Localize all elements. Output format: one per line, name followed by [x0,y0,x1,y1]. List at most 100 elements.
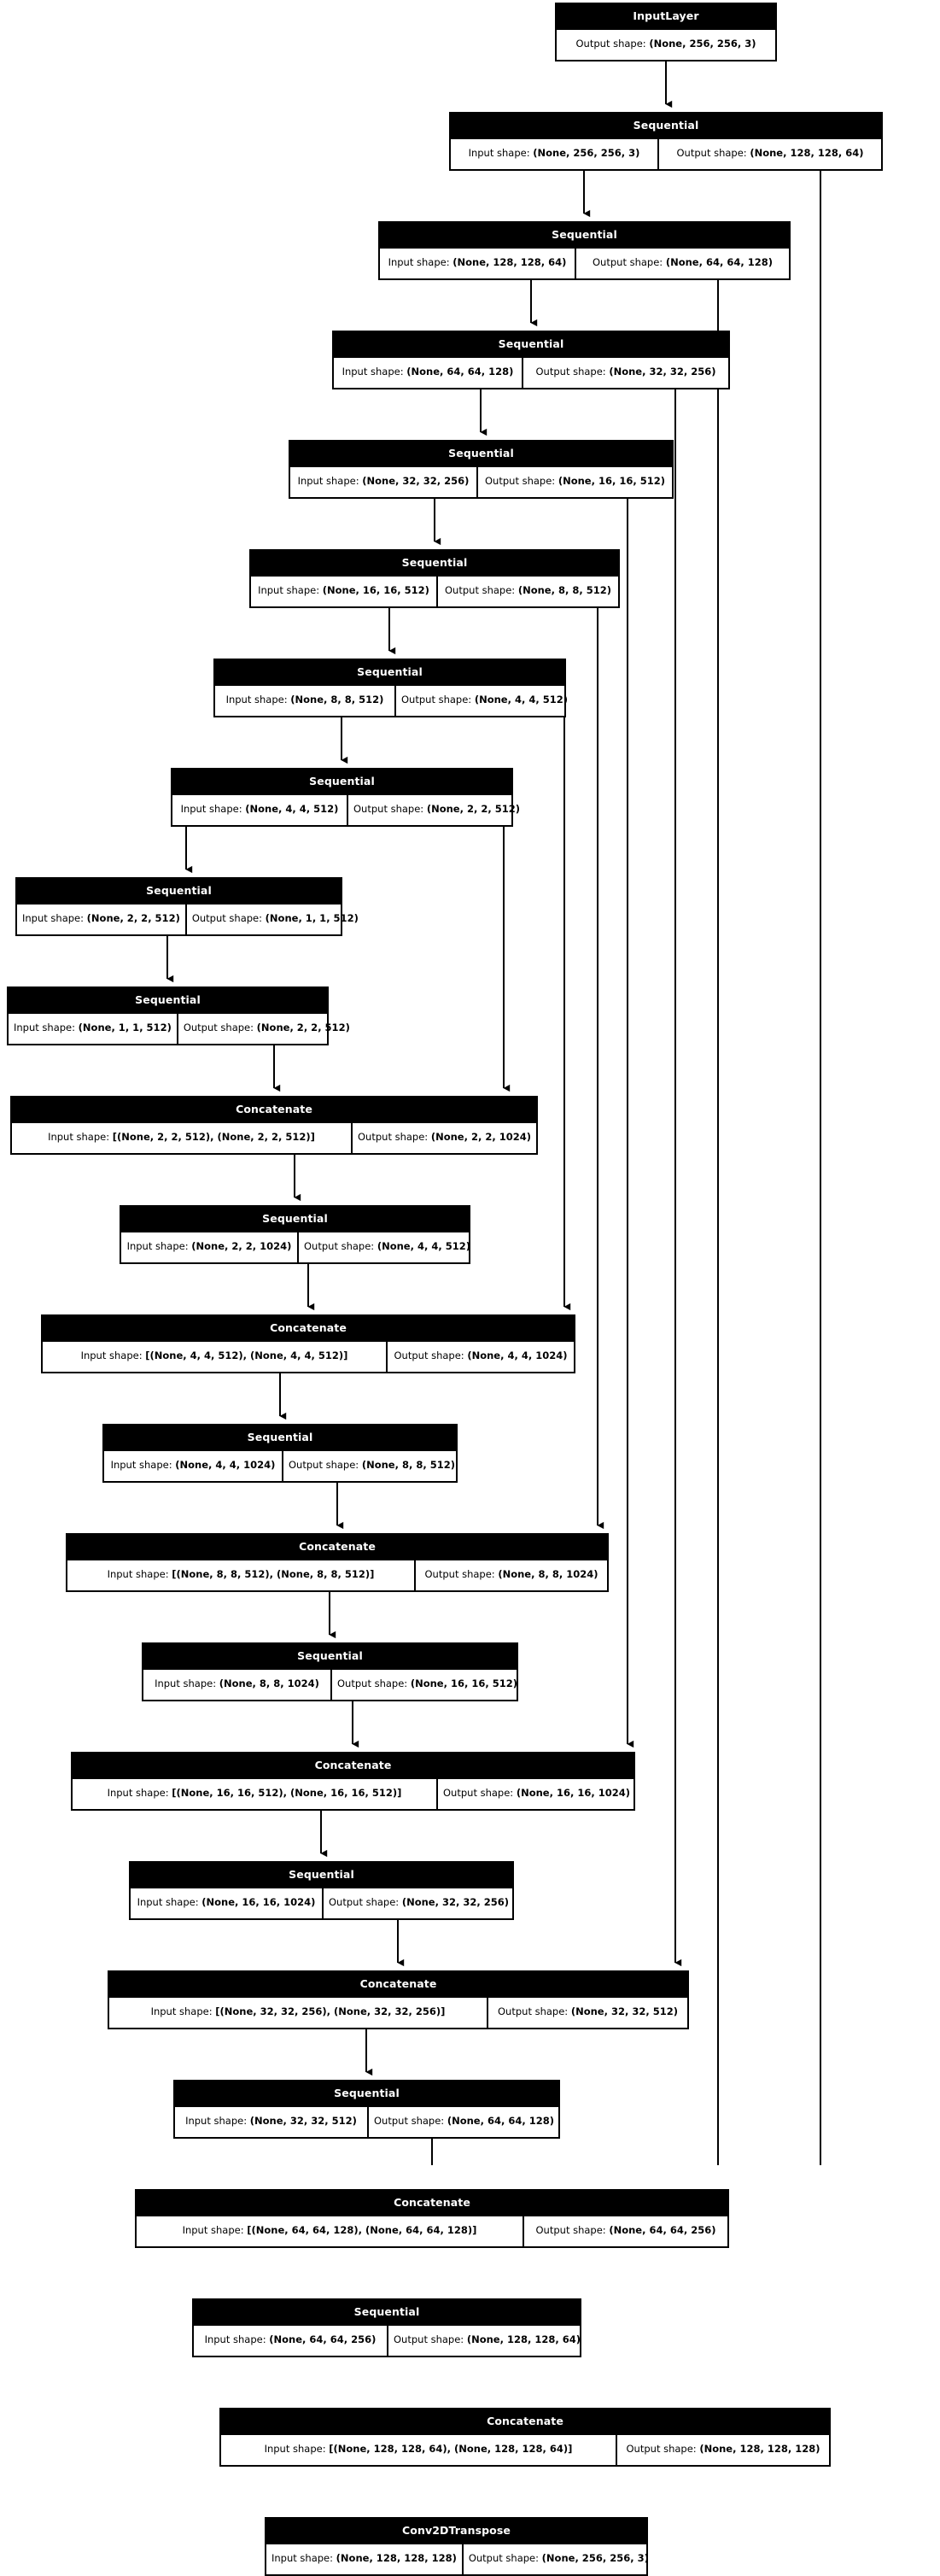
output-shape-label: Output shape: [289,1459,359,1471]
output-shape-label: Output shape: [401,694,472,705]
layer-type-label: Sequential [172,770,511,795]
output-shape-value: (None, 128, 128, 64) [750,147,864,159]
output-shape-value: (None, 64, 64, 128) [665,256,773,268]
input-shape-label: Input shape: [137,1896,199,1908]
shape-row: Input shape: (None, 32, 32, 512)Output s… [175,2106,558,2137]
shape-row: Input shape: [(None, 4, 4, 512), (None, … [43,1341,574,1372]
shape-row: Input shape: (None, 256, 256, 3)Output s… [451,138,881,169]
layer-type-label: Sequential [194,2300,580,2326]
input-shape-label: Input shape: [185,2115,248,2127]
shape-row: Input shape: (None, 8, 8, 1024)Output sh… [143,1669,517,1700]
output-shape-value: (None, 32, 32, 512) [570,2005,678,2017]
output-shape-cell: Output shape: (None, 1, 1, 512) [187,905,364,935]
output-shape-value: (None, 8, 8, 512) [361,1459,455,1471]
output-shape-value: (None, 256, 256, 3) [649,38,756,50]
output-shape-cell: Output shape: (None, 2, 2, 512) [178,1014,355,1045]
output-shape-cell: Output shape: (None, 16, 16, 512) [332,1670,523,1701]
output-shape-label: Output shape: [183,1022,254,1033]
output-shape-cell: Output shape: (None, 4, 4, 512) [396,686,573,717]
shape-row: Input shape: (None, 32, 32, 256)Output s… [290,466,672,498]
layer-type-label: Sequential [380,223,789,249]
output-shape-cell: Output shape: (None, 2, 2, 512) [348,795,525,826]
input-shape-label: Input shape: [258,584,320,596]
shape-row: Input shape: (None, 128, 128, 64)Output … [380,248,789,278]
shape-row: Input shape: (None, 64, 64, 256)Output s… [194,2325,581,2356]
shape-row: Input shape: [(None, 16, 16, 512), (None… [73,1778,635,1810]
output-shape-value: (None, 16, 16, 1024) [516,1787,630,1799]
input-shape-cell: Input shape: (None, 256, 256, 3) [451,138,659,169]
layer-type-label: Sequential [215,660,564,686]
output-shape-cell: Output shape: (None, 16, 16, 512) [478,467,672,498]
input-shape-label: Input shape: [468,147,530,159]
layer-type-label: Concatenate [221,2409,829,2435]
output-shape-value: (None, 128, 128, 64) [466,2333,581,2345]
shape-row: Input shape: (None, 64, 64, 128)Output s… [334,357,728,388]
output-shape-value: (None, 256, 256, 3) [541,2552,649,2564]
input-shape-cell: Input shape: (None, 128, 128, 64) [380,248,576,278]
output-shape-label: Output shape: [424,1568,495,1580]
output-shape-cell: Output shape: (None, 128, 128, 64) [388,2326,586,2356]
layer-type-label: Sequential [121,1207,469,1232]
input-shape-label: Input shape: [225,694,288,705]
input-shape-value: [(None, 16, 16, 512), (None, 16, 16, 512… [172,1787,402,1799]
input-shape-cell: Input shape: (None, 16, 16, 512) [251,576,438,606]
output-shape-cell: Output shape: (None, 32, 32, 512) [488,1998,687,2029]
output-shape-cell: Output shape: (None, 16, 16, 1024) [438,1779,635,1810]
output-shape-value: (None, 2, 2, 512) [426,803,520,815]
input-shape-cell: Input shape: (None, 16, 16, 1024) [131,1888,324,1918]
output-shape-label: Output shape: [394,2333,464,2345]
input-shape-value: (None, 4, 4, 512) [245,803,339,815]
output-shape-label: Output shape: [535,2224,606,2236]
layer-type-label: Sequential [334,332,728,358]
output-shape-cell: Output shape: (None, 4, 4, 512) [299,1232,476,1263]
layer-type-label: Sequential [290,442,672,467]
layer-type-label: Sequential [175,2081,558,2107]
shape-row: Input shape: (None, 4, 4, 1024) Output sh… [104,1450,456,1481]
input-shape-label: Input shape: [107,1568,169,1580]
layer-type-label: Concatenate [137,2191,727,2216]
output-shape-label: Output shape: [445,584,516,596]
output-shape-value: (None, 2, 2, 512) [256,1022,350,1033]
output-shape-cell: Output shape: (None, 32, 32, 256) [324,1888,514,1919]
output-shape-cell: Output shape: (None, 8, 8, 1024) [416,1560,607,1591]
input-shape-cell: Input shape: (None, 4, 4, 512) [172,794,348,825]
input-shape-value: [(None, 4, 4, 512), (None, 4, 4, 512)] [145,1349,348,1361]
input-shape-label: Input shape: [126,1240,189,1252]
input-shape-cell: Input shape: (None, 4, 4, 1024) [104,1450,283,1481]
shape-row: Input shape: (None, 16, 16, 512) Output s… [251,576,618,606]
layer-type-label: Sequential [143,1644,517,1670]
input-shape-value: (None, 64, 64, 128) [406,366,514,378]
output-shape-cell: Output shape: (None, 64, 64, 256) [524,2216,727,2247]
input-shape-label: Input shape: [14,1022,76,1033]
input-shape-label: Input shape: [155,1677,217,1689]
input-shape-value: (None, 2, 2, 512) [86,912,180,924]
input-shape-value: (None, 16, 16, 512) [322,584,429,596]
output-shape-label: Output shape: [626,2443,697,2455]
shape-row: Input shape: (None, 2, 2, 512)Output sha… [17,904,359,934]
